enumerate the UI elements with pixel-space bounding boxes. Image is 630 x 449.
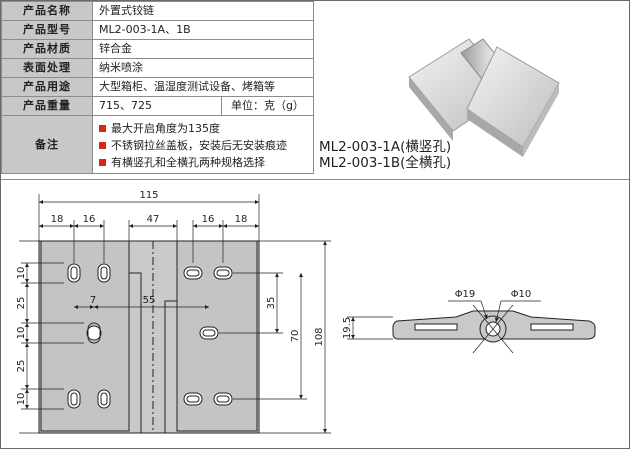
spec-row-notes: 备注 最大开启角度为135度 不锈钢拉丝盖板，安装后无安装痕迹 有横竖孔和全横孔… xyxy=(1,115,314,174)
dim-label: 35 xyxy=(266,297,277,310)
weight-value: 715、725 xyxy=(92,96,222,116)
notes-list: 最大开启角度为135度 不锈钢拉丝盖板，安装后无安装痕迹 有横竖孔和全横孔两种规… xyxy=(99,116,307,171)
spec-label: 产品型号 xyxy=(1,20,93,40)
front-dimensions xyxy=(19,194,331,434)
spec-value: 锌合金 xyxy=(92,39,314,59)
spec-value: 大型箱柜、温湿度测试设备、烤箱等 xyxy=(92,77,314,97)
dim-label: 108 xyxy=(314,327,325,346)
bullet-square-icon xyxy=(99,125,106,132)
model-name: ML2-003-1B(全横孔) xyxy=(319,155,452,171)
front-view xyxy=(38,240,260,434)
spec-row: 产品材质锌合金 xyxy=(1,39,314,59)
technical-drawing: 115 18 16 47 16 18 7 55 10 25 10 25 10 3… xyxy=(16,190,596,434)
dim-label: 25 xyxy=(16,360,27,373)
spec-label: 产品用途 xyxy=(1,77,93,97)
dim-label: 10 xyxy=(16,327,27,340)
spec-label: 产品名称 xyxy=(1,1,93,21)
spec-row-weight: 产品重量 715、725 单位：克（g） xyxy=(1,96,314,116)
dim-label: 115 xyxy=(139,190,158,201)
weight-label: 产品重量 xyxy=(1,96,93,116)
note-item: 不锈钢拉丝盖板，安装后无安装痕迹 xyxy=(99,137,307,154)
spec-value: 纳米喷涂 xyxy=(92,58,314,78)
dim-label: 70 xyxy=(290,330,301,343)
dim-label: 10 xyxy=(16,393,27,406)
front-dimension-labels: 115 18 16 47 16 18 7 55 10 25 10 25 10 3… xyxy=(16,190,325,405)
dim-label: 10 xyxy=(16,267,27,280)
spec-row: 产品名称外置式铰链 xyxy=(1,1,314,21)
spec-value: 外置式铰链 xyxy=(92,1,314,21)
dim-label: 18 xyxy=(51,214,64,225)
dim-label: 16 xyxy=(83,214,96,225)
bullet-square-icon xyxy=(99,159,106,166)
dim-label: 7 xyxy=(90,295,96,306)
dim-label: 55 xyxy=(143,295,156,306)
dim-label: 19.5 xyxy=(342,317,353,339)
model-name: ML2-003-1A(横竖孔) xyxy=(319,139,452,155)
bullet-square-icon xyxy=(99,142,106,149)
side-dimensions xyxy=(347,300,541,340)
spec-label: 表面处理 xyxy=(1,58,93,78)
dim-label: 16 xyxy=(202,214,215,225)
dim-label: 18 xyxy=(235,214,248,225)
spec-row: 表面处理纳米喷涂 xyxy=(1,58,314,78)
note-item: 有横竖孔和全横孔两种规格选择 xyxy=(99,154,307,171)
hinge-photo xyxy=(408,38,560,157)
dim-label: 25 xyxy=(16,297,27,310)
note-item: 最大开启角度为135度 xyxy=(99,120,307,137)
side-dimension-labels: Φ19 Φ10 19.5 xyxy=(342,289,531,339)
spec-value: ML2-003-1A、1B xyxy=(92,20,314,40)
spec-row: 产品用途大型箱柜、温湿度测试设备、烤箱等 xyxy=(1,77,314,97)
dim-label: Φ10 xyxy=(511,289,532,300)
side-view xyxy=(392,304,596,354)
dim-label: Φ19 xyxy=(455,289,476,300)
spec-label: 产品材质 xyxy=(1,39,93,59)
unit-label: 单位：克（g） xyxy=(221,96,314,116)
model-list: ML2-003-1A(横竖孔) ML2-003-1B(全横孔) xyxy=(319,139,451,171)
notes-label: 备注 xyxy=(1,115,93,174)
section-divider xyxy=(1,179,629,180)
dim-label: 47 xyxy=(147,214,160,225)
